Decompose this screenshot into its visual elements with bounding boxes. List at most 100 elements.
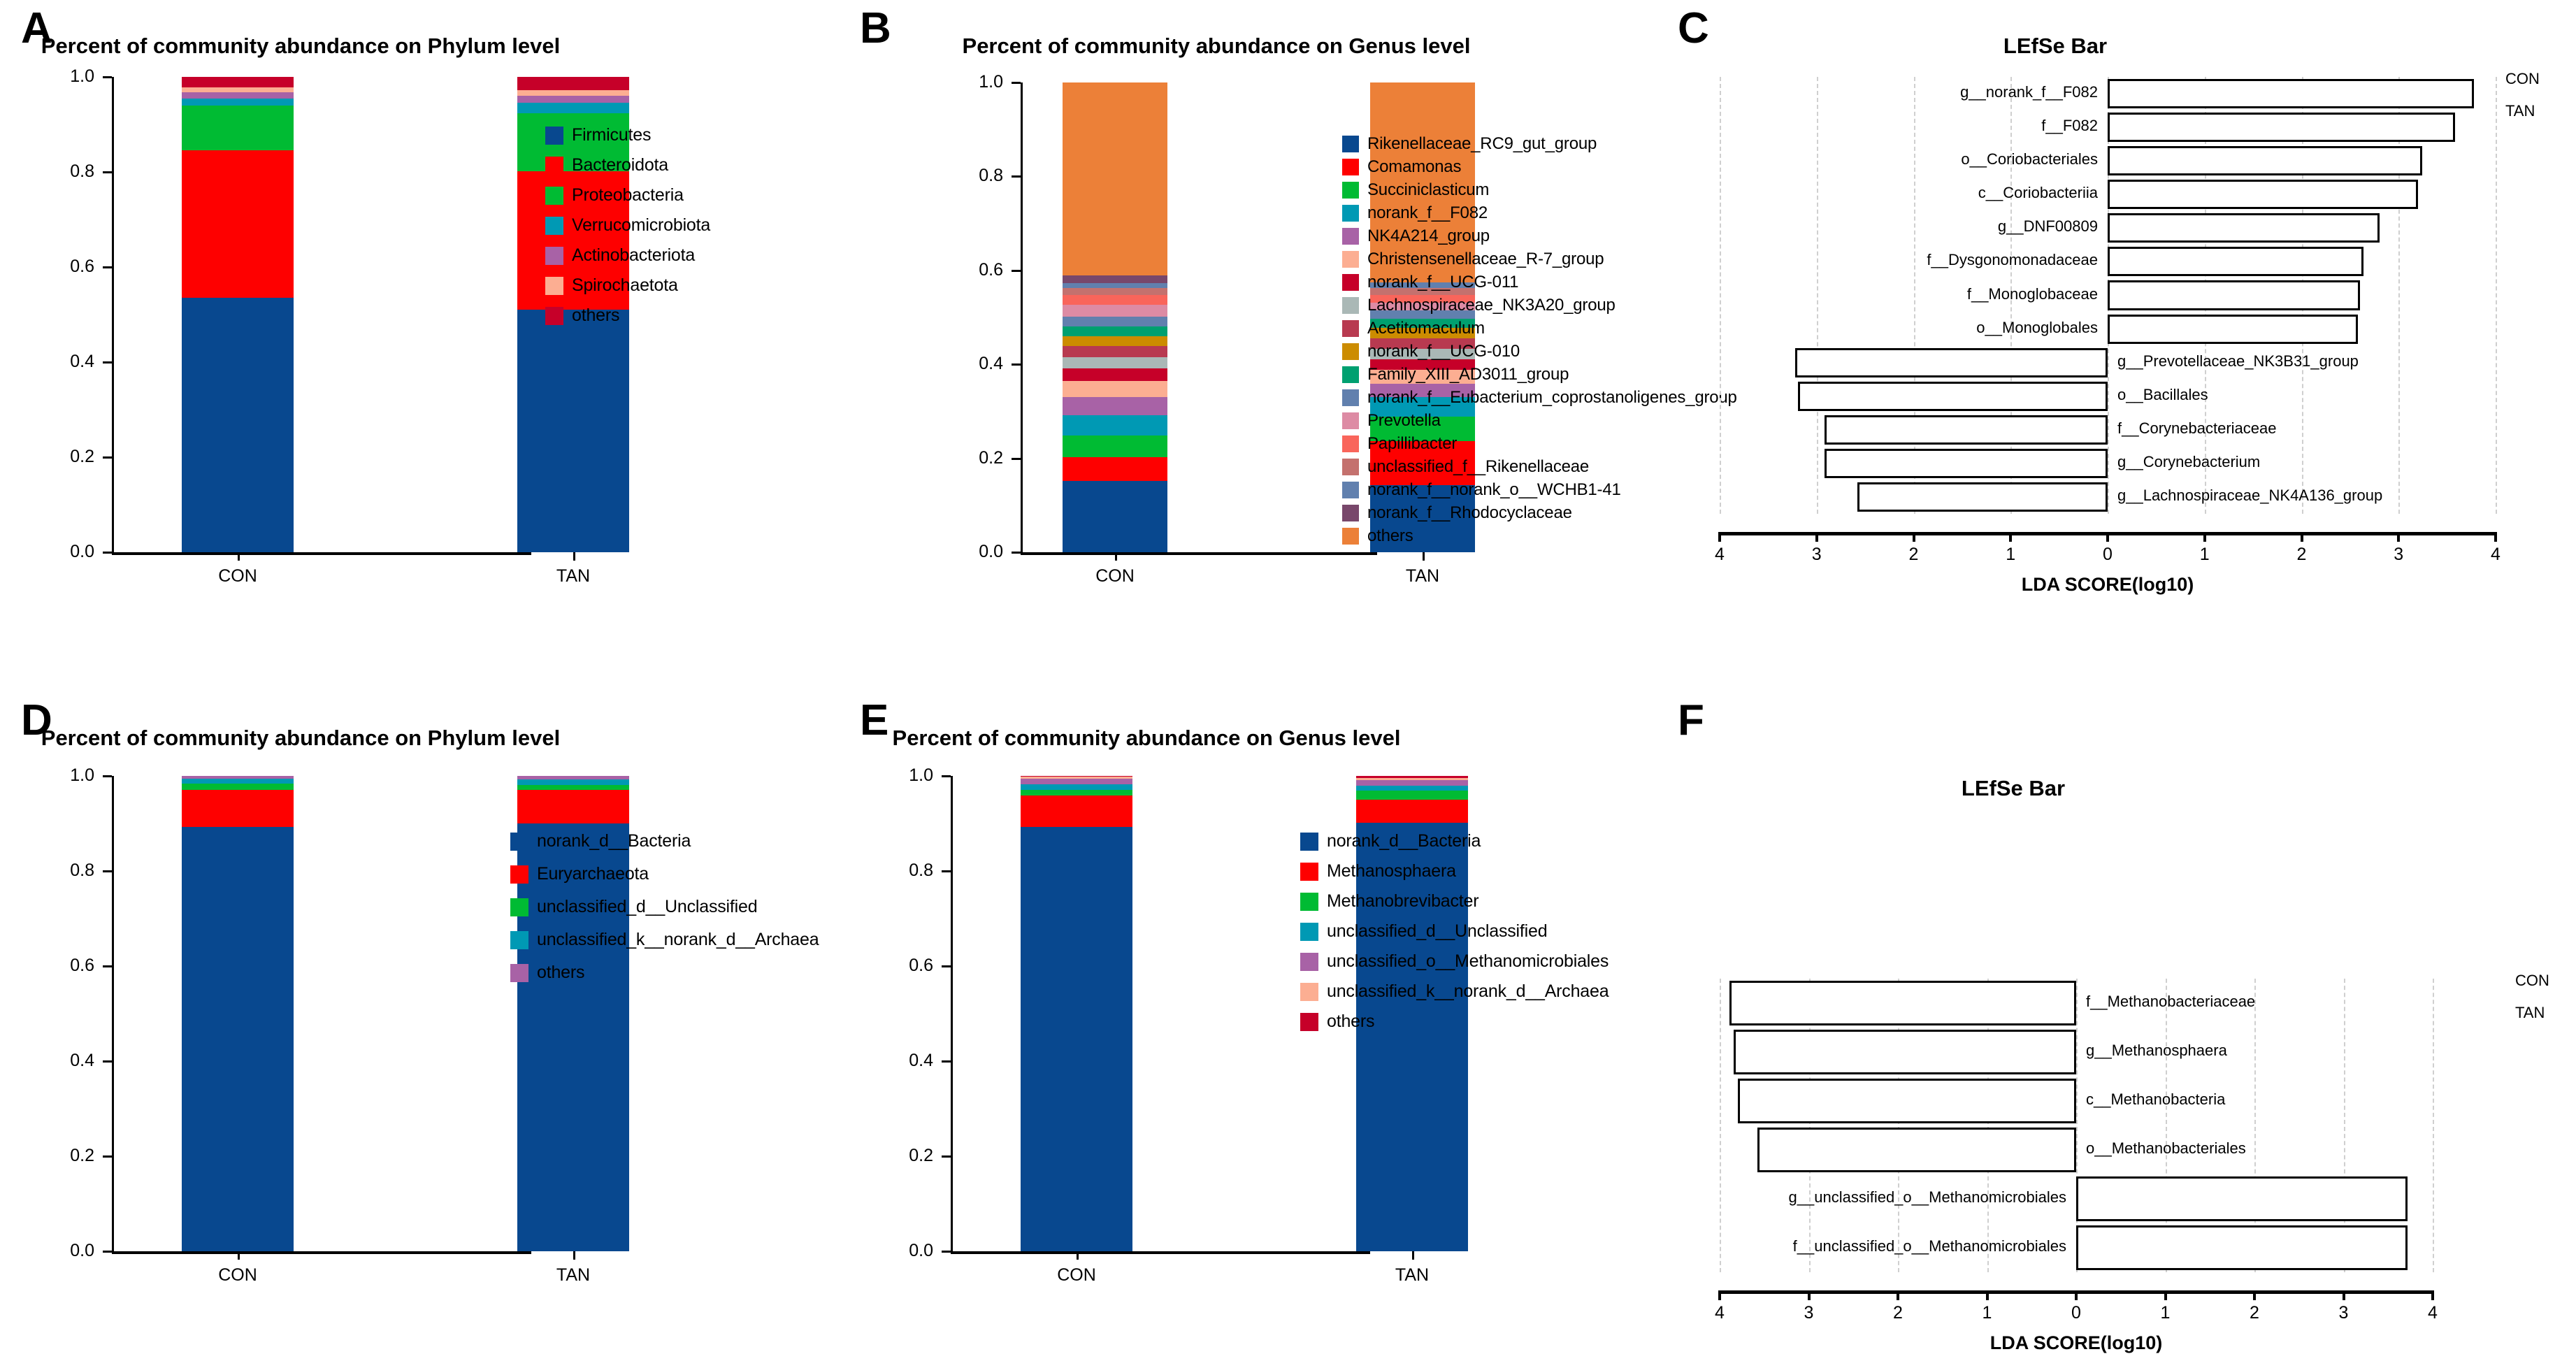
legend-color-swatch (510, 832, 528, 851)
legend-item[interactable]: Rikenellaceae_RC9_gut_group (1342, 134, 1737, 153)
bar-segment (1063, 304, 1167, 317)
legend-item[interactable]: Spirochaetota (545, 275, 710, 296)
legend-item[interactable]: others (510, 962, 819, 984)
lda-bar[interactable] (1798, 381, 2108, 411)
y-tick-label: 1.0 (979, 72, 1003, 92)
bar-segment (1356, 799, 1468, 823)
legend-item[interactable]: norank_f__UCG-010 (1342, 342, 1737, 361)
legend-item[interactable]: unclassified_o__Methanomicrobiales (1300, 951, 1609, 972)
legend-item[interactable]: norank_f__Eubacterium_coprostanoligenes_… (1342, 388, 1737, 407)
bar-segment (182, 776, 294, 779)
legend-color-swatch (1342, 435, 1359, 452)
lda-bar[interactable] (2108, 280, 2360, 310)
legend-item[interactable]: norank_f__norank_o__WCHB1-41 (1342, 480, 1737, 499)
legend-color-swatch (545, 186, 563, 205)
legend-item[interactable]: Firmicutes (545, 124, 710, 146)
lda-x-tick (2431, 1290, 2434, 1300)
legend-item[interactable]: Verrucomicrobiota (545, 215, 710, 236)
y-tick (942, 775, 951, 777)
legend-item[interactable]: Methanosphaera (1300, 861, 1609, 882)
legend-item[interactable]: unclassified_k__norank_d__Archaea (510, 929, 819, 951)
lda-x-tick-label: 0 (2071, 1303, 2081, 1323)
legend-color-swatch (1342, 527, 1359, 545)
x-tick (573, 1251, 575, 1260)
legend-item[interactable]: Actinobacteriota (545, 245, 710, 266)
lda-bar-label: g__Prevotellaceae_NK3B31_group (2117, 352, 2359, 370)
y-tick (942, 1155, 951, 1158)
lda-bar[interactable] (2108, 247, 2364, 277)
bar-segment (1021, 826, 1132, 1251)
legend-item[interactable]: norank_d__Bacteria (1300, 830, 1609, 852)
legend-item[interactable]: NK4A214_group (1342, 226, 1737, 245)
legend-item[interactable]: unclassified_d__Unclassified (1300, 921, 1609, 942)
lda-bar[interactable] (1737, 1079, 2076, 1123)
lda-bar[interactable] (1757, 1128, 2076, 1172)
bar-segment (1370, 441, 1475, 485)
legend-item[interactable]: others (1300, 1011, 1609, 1032)
lda-bar[interactable] (2076, 1225, 2408, 1270)
lda-bar[interactable] (2108, 146, 2422, 176)
lda-bar[interactable] (2076, 1176, 2408, 1221)
legend-item[interactable]: norank_f__UCG-011 (1342, 273, 1737, 291)
legend-item[interactable]: others (545, 305, 710, 326)
lda-bar[interactable] (1824, 448, 2108, 478)
legend-item[interactable]: Proteobacteria (545, 185, 710, 206)
lda-bar[interactable] (2108, 314, 2358, 344)
lda-bar[interactable] (1729, 981, 2076, 1025)
lda-bar[interactable] (2108, 180, 2418, 210)
legend-item[interactable]: Bacteroidota (545, 154, 710, 176)
bar-segment (517, 95, 629, 103)
bar-segment (1021, 789, 1132, 795)
lda-bar[interactable] (1734, 1030, 2076, 1074)
legend-item[interactable]: Succiniclasticum (1342, 180, 1737, 199)
bar-segment (1063, 282, 1167, 289)
legend-item[interactable]: Christensenellaceae_R-7_group (1342, 250, 1737, 268)
panel-letter-e: E (860, 696, 889, 744)
lda-x-tick-label: 2 (2296, 545, 2307, 564)
legend-item[interactable]: norank_d__Bacteria (510, 830, 819, 852)
legend-label: Spirochaetota (572, 275, 678, 295)
legend-label: NK4A214_group (1367, 226, 1490, 245)
lda-bar[interactable] (1857, 482, 2108, 512)
legend-item[interactable]: Papillibacter (1342, 434, 1737, 453)
legend-label: Lachnospiraceae_NK3A20_group (1367, 295, 1616, 315)
legend-item[interactable]: Lachnospiraceae_NK3A20_group (1342, 296, 1737, 315)
y-tick (103, 456, 112, 459)
y-tick (1012, 552, 1021, 554)
lda-x-tick (2397, 532, 2401, 542)
legend-item[interactable]: Prevotella (1342, 411, 1737, 430)
y-tick (942, 1060, 951, 1063)
bar-segment (1063, 357, 1167, 369)
legend-item[interactable]: Family_XIII_AD3011_group (1342, 365, 1737, 384)
legend-label: norank_f__F082 (1367, 203, 1488, 222)
lda-bar[interactable] (2108, 79, 2475, 109)
panel-letter-a: A (21, 4, 52, 52)
lda-bar[interactable] (2108, 113, 2455, 143)
bar-segment (517, 90, 629, 96)
gridline (1720, 979, 1722, 1272)
lda-bar-label: f__F082 (2041, 117, 2098, 135)
lda-bar[interactable] (2108, 213, 2380, 243)
lda-bar[interactable] (1824, 415, 2108, 445)
lda-x-tick-label: 4 (1715, 545, 1725, 564)
lda-x-axis-label: LDA SCORE(log10) (2021, 574, 2194, 595)
gridline (2010, 77, 2013, 514)
lda-bar[interactable] (1795, 347, 2108, 377)
stacked-bar-con (182, 776, 294, 1251)
legend-item[interactable]: Acetitomaculum (1342, 319, 1737, 338)
legend-item[interactable]: norank_f__Rhodocyclaceae (1342, 503, 1737, 522)
lda-x-tick (1718, 1290, 1721, 1300)
bar-segment (1063, 326, 1167, 336)
legend-item[interactable]: Methanobrevibacter (1300, 891, 1609, 912)
legend-item[interactable]: others (1342, 526, 1737, 545)
legend-item[interactable]: Comamonas (1342, 157, 1737, 176)
legend-item[interactable]: norank_f__F082 (1342, 203, 1737, 222)
legend-item[interactable]: unclassified_k__norank_d__Archaea (1300, 981, 1609, 1002)
bar-segment (1370, 82, 1475, 282)
legend-item[interactable]: unclassified_f__Rikenellaceae (1342, 457, 1737, 476)
legend-item[interactable]: Euryarchaeota (510, 863, 819, 885)
bar-segment (1063, 480, 1167, 552)
legend-item[interactable]: unclassified_d__Unclassified (510, 896, 819, 918)
